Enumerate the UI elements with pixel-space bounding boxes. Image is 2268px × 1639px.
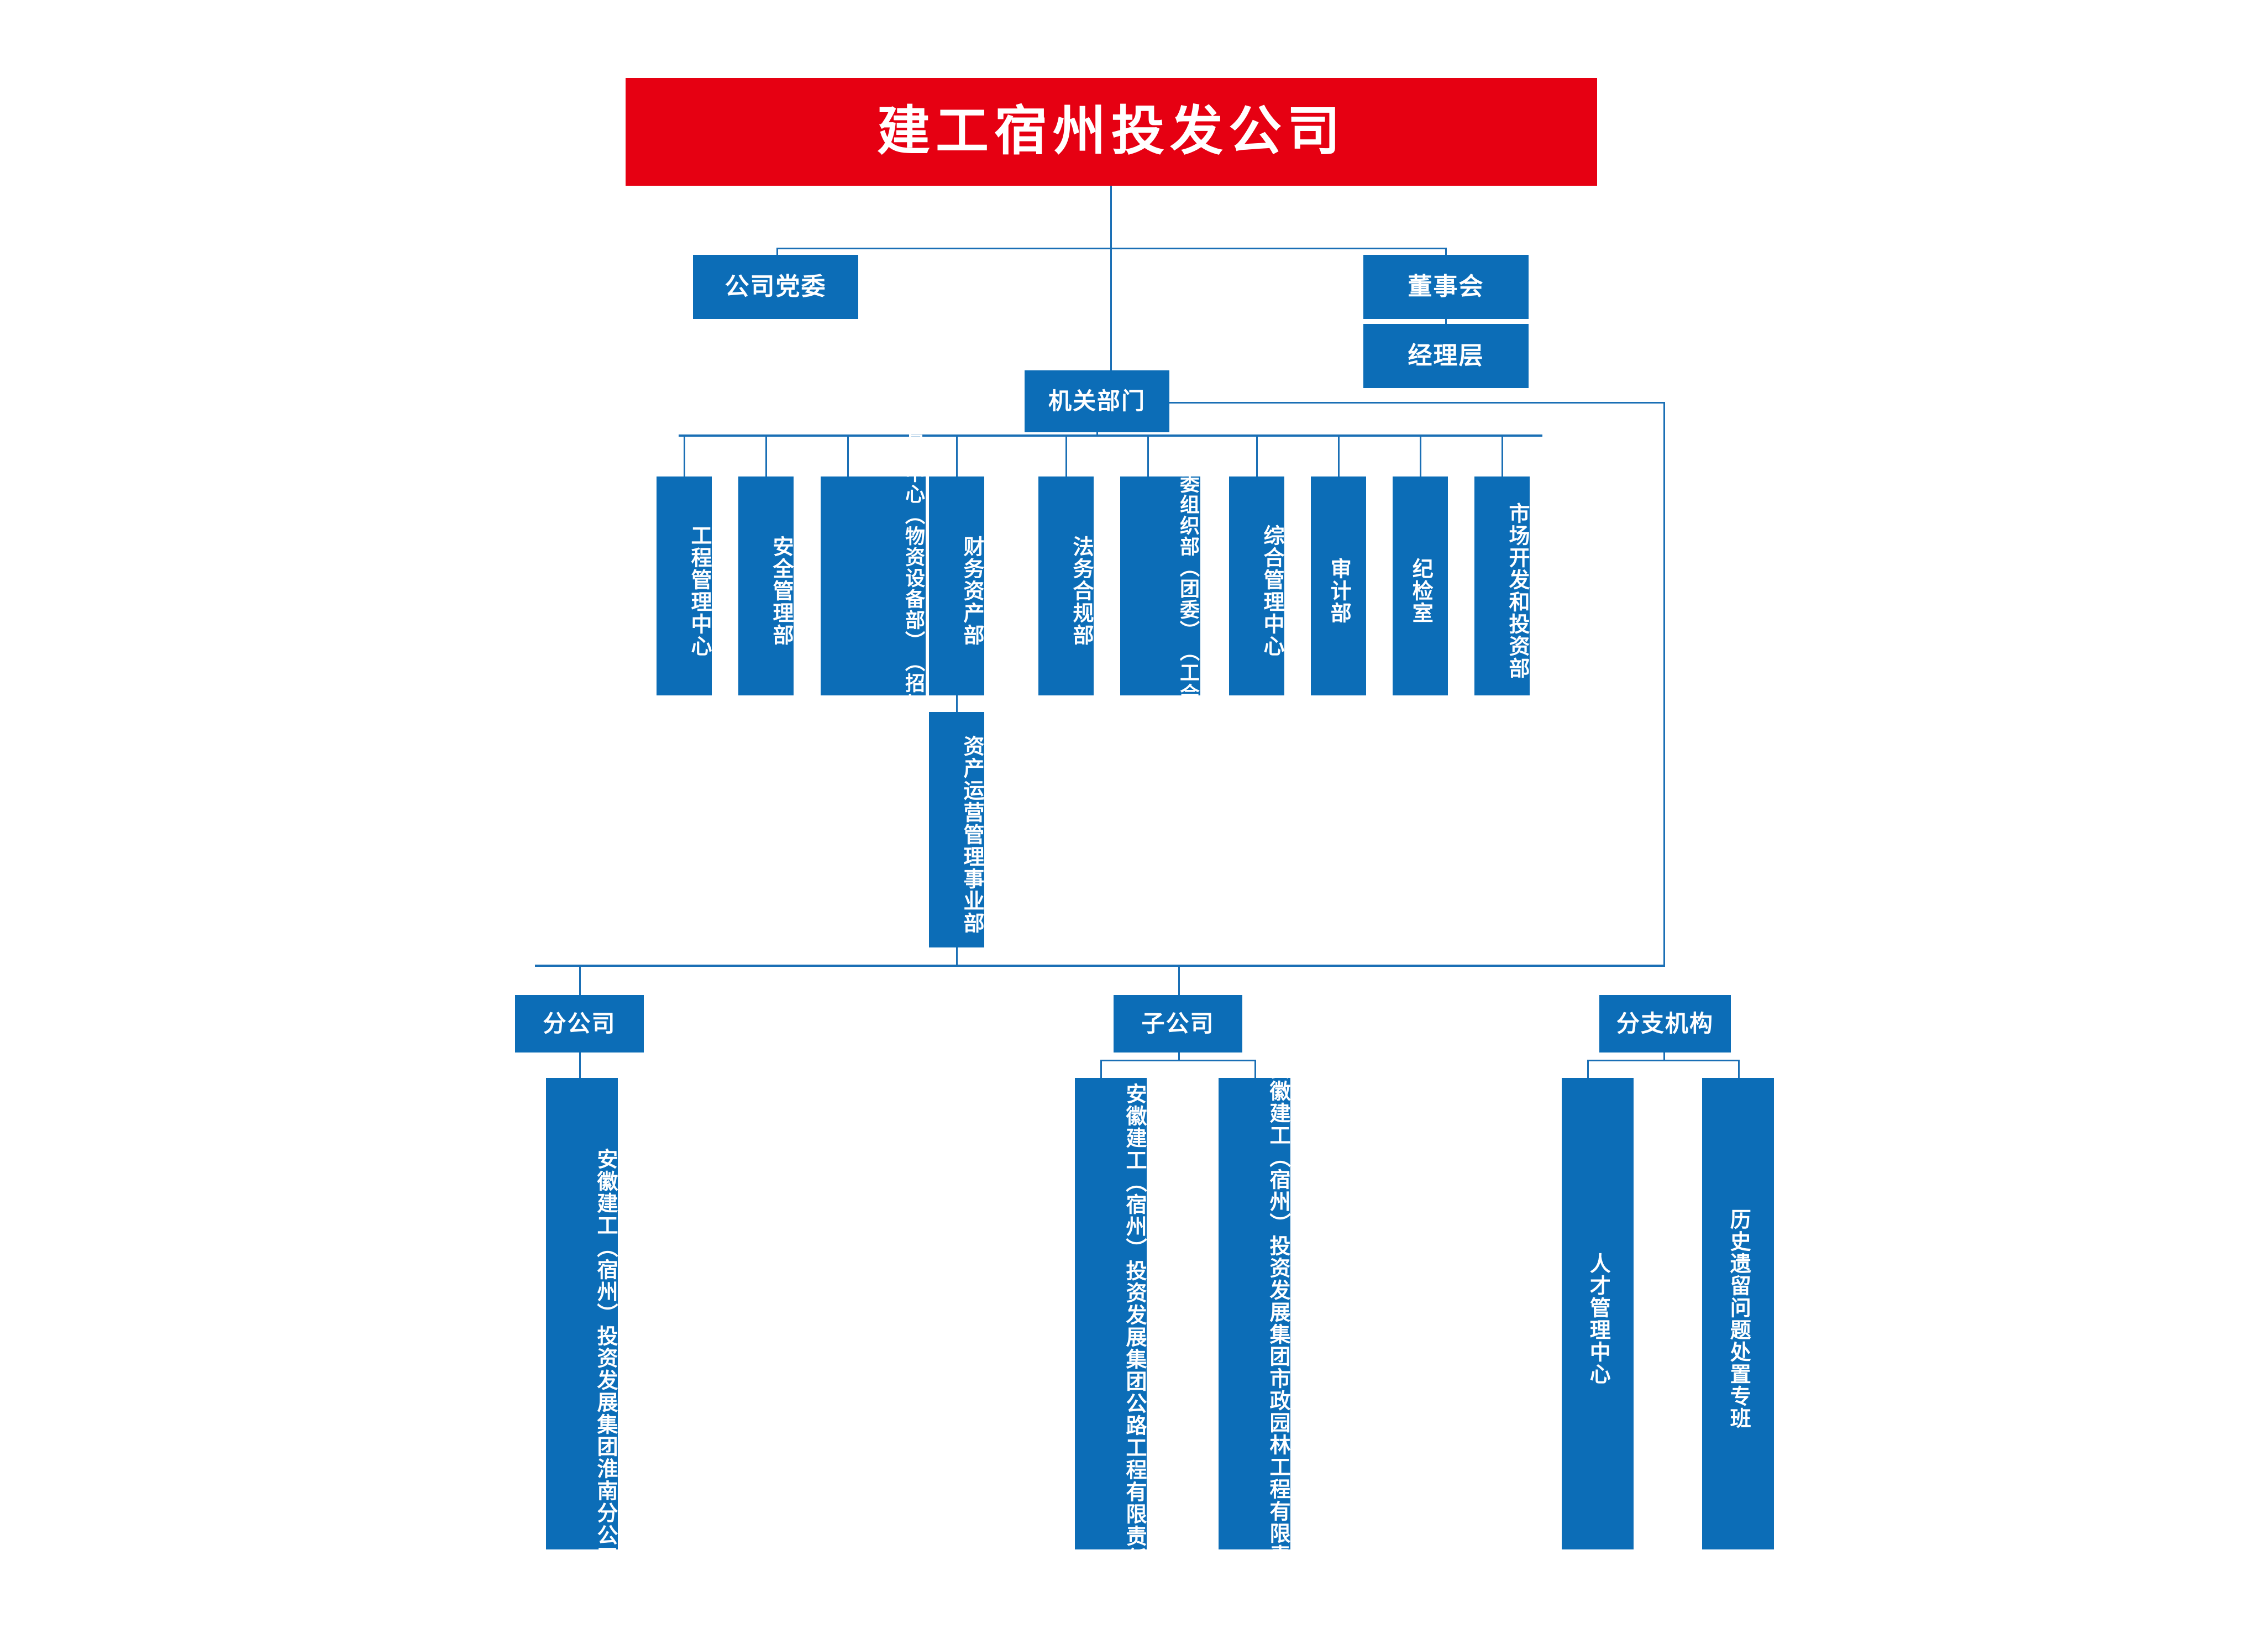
connector-branch-institution-bar — [1587, 1060, 1740, 1061]
org-box-line: 淮南分公司 — [594, 1457, 617, 1568]
connector-dept-10 — [1502, 434, 1503, 478]
department-line: 综合管理中心 — [1260, 525, 1283, 657]
department-line: 党委组织部 — [1177, 452, 1200, 557]
department-line: （招标管理部） — [902, 652, 925, 799]
connector-dept-4 — [956, 434, 958, 478]
org-box-municipal-landscape-engineering-co[interactable]: 安徽建工（宿州）投资发展集团 市政园林工程有限责任公司 — [1219, 1058, 1290, 1633]
board-of-directors-label: 董事会 — [1408, 273, 1484, 300]
connector-departments-bus — [679, 434, 1542, 437]
org-box-line: 安徽建工（宿州）投资发展集团 — [1122, 1083, 1146, 1392]
connector-title-stem — [1110, 186, 1112, 248]
org-box-line: 公路工程有限责任公司 — [1122, 1392, 1146, 1614]
connector-subsidiary-child-1 — [1100, 1060, 1102, 1080]
department-box-discipline-inspection-office[interactable]: 纪检室 — [1393, 476, 1448, 695]
department-box-market-development-investment-dept[interactable]: 市场开发和投资部 — [1474, 476, 1530, 695]
connector-branch-institution-stem — [1663, 1052, 1665, 1061]
company-title-box: 建工宿州投发公司 — [626, 78, 1597, 186]
org-box-huainan-branch[interactable]: 安徽建工（宿州）投资发展集团 淮南分公司 — [546, 1078, 618, 1568]
department-line: 安全管理部 — [769, 536, 792, 646]
department-line: （物资设备部） — [902, 505, 925, 652]
org-box-talent-management-center[interactable]: 人才管理中心 — [1562, 1078, 1634, 1549]
board-of-directors-box[interactable]: 董事会 — [1363, 255, 1529, 319]
department-box-finance-assets-dept[interactable]: 财务资产部 — [929, 476, 984, 695]
connector-subsidiary-child-2 — [1254, 1060, 1256, 1080]
group-label: 子公司 — [1141, 1010, 1215, 1036]
connector-dept-9 — [1420, 434, 1421, 478]
connector-subsidiary-stem — [1178, 1052, 1180, 1061]
group-box-branch-institution[interactable]: 分支机构 — [1599, 995, 1731, 1052]
connector-dept-2 — [765, 434, 767, 478]
department-line: 成本管理中心 — [902, 379, 925, 505]
connector-center-stem — [1110, 248, 1112, 376]
departments-group-label: 机关部门 — [1048, 388, 1146, 414]
org-box-line: 人才管理中心 — [1586, 1252, 1610, 1385]
management-layer-label: 经理层 — [1408, 342, 1484, 369]
group-label: 分公司 — [543, 1010, 616, 1036]
connector-dept-5 — [1065, 434, 1067, 478]
department-box-general-management-center[interactable]: 综合管理中心 — [1229, 476, 1284, 695]
department-line: 法务合规部 — [1069, 536, 1093, 646]
connector-right-vertical — [1663, 402, 1665, 966]
connector-group-subsidiary-company — [1178, 965, 1180, 999]
org-box-line: 安徽建工（宿州）投资发展集团 — [1266, 1058, 1289, 1368]
asset-operation-division-label: 资产运营管理事业部 — [960, 735, 983, 934]
connector-branch-institution-child-1 — [1587, 1060, 1589, 1080]
department-box-safety-management-dept[interactable]: 安全管理部 — [738, 476, 794, 695]
group-box-subsidiary-company[interactable]: 子公司 — [1114, 995, 1242, 1052]
page-title: 建工宿州投发公司 — [877, 102, 1346, 161]
connector-asset-division-drop — [956, 947, 958, 966]
department-box-legal-compliance-dept[interactable]: 法务合规部 — [1038, 476, 1094, 695]
org-box-line: 历史遗留问题处置专班 — [1726, 1208, 1750, 1429]
org-box-line: 安徽建工（宿州）投资发展集团 — [594, 1148, 617, 1458]
department-box-cost-management-center[interactable]: 成本管理中心 （物资设备部） （招标管理部） — [821, 379, 926, 799]
org-box-historical-issues-task-force[interactable]: 历史遗留问题处置专班 — [1702, 1078, 1774, 1549]
department-line: （团委） — [1177, 557, 1200, 641]
asset-operation-division-box[interactable]: 资产运营管理事业部 — [929, 712, 984, 947]
department-line: 审计部 — [1327, 558, 1351, 624]
connector-branch-institution-child-2 — [1738, 1060, 1740, 1080]
department-box-party-organization-dept[interactable]: 党委组织部 （团委） （工会） — [1120, 452, 1200, 725]
department-line: 工程管理中心 — [687, 525, 711, 657]
group-label: 分支机构 — [1616, 1010, 1714, 1036]
connector-dept-3 — [847, 434, 849, 478]
connector-dept-1 — [684, 434, 685, 478]
org-box-line: 市政园林工程有限责任公司 — [1266, 1368, 1289, 1633]
connector-dept-7 — [1256, 434, 1258, 478]
department-line: （工会） — [1177, 641, 1200, 725]
departments-group-box[interactable]: 机关部门 — [1025, 370, 1169, 432]
connector-dept-8 — [1338, 434, 1340, 478]
connector-subsidiary-bar — [1100, 1060, 1256, 1061]
connector-branch-company-child — [579, 1052, 581, 1080]
org-box-highway-engineering-co[interactable]: 安徽建工（宿州）投资发展集团 公路工程有限责任公司 — [1075, 1078, 1147, 1614]
department-line: 市场开发和投资部 — [1505, 502, 1529, 679]
connector-group-branch-company — [579, 965, 581, 999]
department-box-audit-dept[interactable]: 审计部 — [1311, 476, 1366, 695]
connector-right-spur — [1169, 402, 1665, 404]
department-line: 财务资产部 — [960, 536, 983, 646]
party-committee-label: 公司党委 — [725, 273, 827, 300]
management-layer-box[interactable]: 经理层 — [1363, 324, 1529, 388]
department-line: 纪检室 — [1409, 558, 1432, 624]
group-box-branch-company[interactable]: 分公司 — [515, 995, 644, 1052]
connector-asset-division-stem — [956, 695, 958, 714]
party-committee-box[interactable]: 公司党委 — [693, 255, 858, 319]
connector-departments-dropline — [1096, 432, 1098, 436]
connector-bottom-bus — [535, 965, 1665, 967]
connector-dept-6 — [1147, 434, 1149, 478]
department-box-engineering-management-center[interactable]: 工程管理中心 — [657, 476, 712, 695]
